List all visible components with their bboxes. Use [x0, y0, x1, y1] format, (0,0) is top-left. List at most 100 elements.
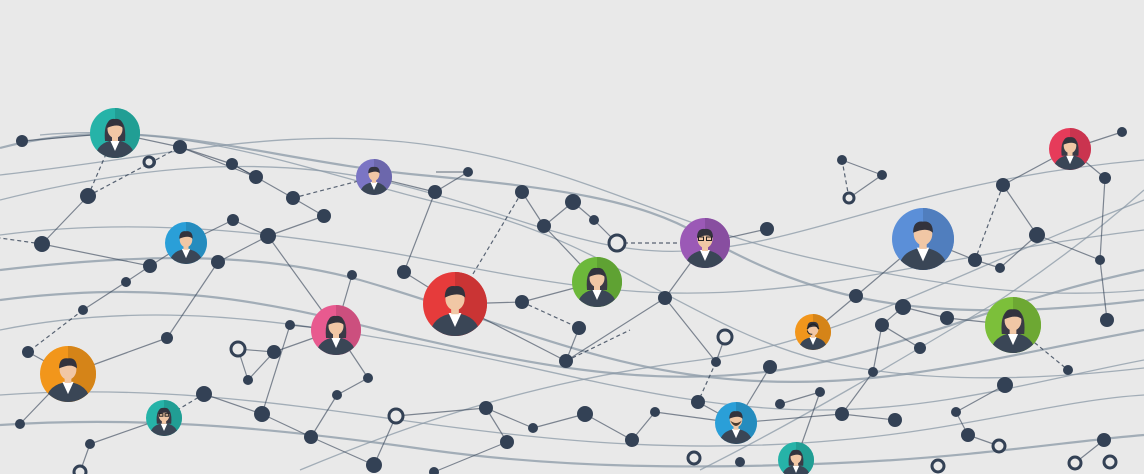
network-node — [196, 386, 212, 402]
network-node — [173, 140, 187, 154]
dashed-link — [565, 329, 631, 362]
network-link — [41, 195, 89, 245]
woman-avatar-lime — [985, 297, 1041, 353]
woman-glasses-avatar-teal — [146, 400, 182, 436]
network-node — [254, 406, 270, 422]
ring-node — [229, 340, 247, 358]
network-node — [1095, 255, 1105, 265]
man-avatar-blue — [165, 222, 207, 264]
avatar-hair — [790, 449, 802, 457]
avatar-hair — [1063, 137, 1077, 145]
dashed-link — [87, 146, 181, 197]
network-node — [565, 194, 581, 210]
network-link — [1036, 234, 1101, 261]
network-node — [1117, 127, 1127, 137]
network-link — [1002, 184, 1038, 236]
dashed-link — [697, 361, 717, 403]
network-node — [996, 178, 1010, 192]
woman-avatar-crimson — [1049, 128, 1091, 170]
ring-node — [1102, 454, 1118, 470]
headset-icon — [806, 323, 820, 330]
avatar-hair — [913, 221, 933, 233]
network-node — [332, 390, 342, 400]
network-node — [528, 423, 538, 433]
network-node — [121, 277, 131, 287]
network-link — [779, 391, 821, 405]
man-icon — [169, 231, 203, 264]
woman-icon — [316, 315, 356, 355]
avatar-collar — [731, 428, 741, 439]
network-node — [735, 457, 745, 467]
avatar-hair — [59, 358, 77, 369]
ring-node — [686, 450, 702, 466]
ring-node — [142, 155, 156, 169]
avatar-collar — [331, 337, 341, 348]
network-node — [397, 265, 411, 279]
network-node — [997, 377, 1013, 393]
network-node — [211, 255, 225, 269]
headset-mic-icon — [806, 330, 813, 335]
avatar-hair — [368, 166, 380, 174]
avatar-hair — [807, 321, 819, 329]
network-link — [179, 146, 257, 178]
network-link — [1099, 177, 1106, 261]
network-link — [999, 234, 1038, 269]
ring-node — [607, 233, 627, 253]
network-node — [658, 291, 672, 305]
avatar-collar — [792, 465, 800, 473]
glasses-icon — [698, 236, 704, 241]
network-link — [841, 371, 874, 415]
woman-avatar-pink — [311, 305, 361, 355]
network-link — [881, 324, 921, 349]
network-node — [286, 191, 300, 205]
ring-node — [842, 191, 856, 205]
wave-line — [0, 268, 1144, 378]
network-node — [849, 289, 863, 303]
network-node — [537, 219, 551, 233]
woman-avatar-green — [572, 257, 622, 307]
avatar-collar — [592, 289, 602, 300]
glasses-icon — [158, 413, 164, 417]
network-link — [261, 413, 312, 438]
network-node — [875, 318, 889, 332]
network-node — [968, 253, 982, 267]
network-node — [226, 158, 238, 170]
network-node — [895, 299, 911, 315]
network-node — [1100, 313, 1114, 327]
network-node — [260, 228, 276, 244]
avatar-hair — [158, 407, 170, 415]
network-link — [532, 413, 586, 429]
network-node — [837, 155, 847, 165]
network-link — [872, 324, 883, 373]
man-icon — [429, 285, 481, 336]
woman-icon — [990, 309, 1036, 353]
avatar-collar — [370, 182, 378, 190]
glasses-icon — [706, 236, 712, 241]
avatar-hair — [697, 228, 713, 238]
network-link — [433, 441, 508, 473]
ring-node — [991, 438, 1007, 454]
network-node — [479, 401, 493, 415]
network-link — [395, 407, 487, 417]
network-node — [243, 375, 253, 385]
network-node — [80, 188, 96, 204]
avatar-collar — [110, 140, 120, 151]
avatar-collar — [916, 247, 930, 262]
network-link — [841, 159, 883, 176]
network-node — [227, 214, 239, 226]
ring-node — [930, 458, 946, 474]
avatar-hair — [729, 411, 743, 419]
woman-icon — [577, 267, 617, 307]
wave-line — [39, 132, 1144, 379]
man-avatar-purple — [356, 159, 392, 195]
man-avatar-red — [423, 272, 487, 336]
network-node — [914, 342, 926, 354]
avatar-hair — [444, 285, 466, 298]
network-node — [34, 236, 50, 252]
network-node — [995, 263, 1005, 273]
network-link — [403, 191, 436, 273]
network-node — [961, 428, 975, 442]
avatar-collar — [160, 423, 168, 431]
beard-icon — [730, 420, 742, 426]
network-node — [267, 345, 281, 359]
